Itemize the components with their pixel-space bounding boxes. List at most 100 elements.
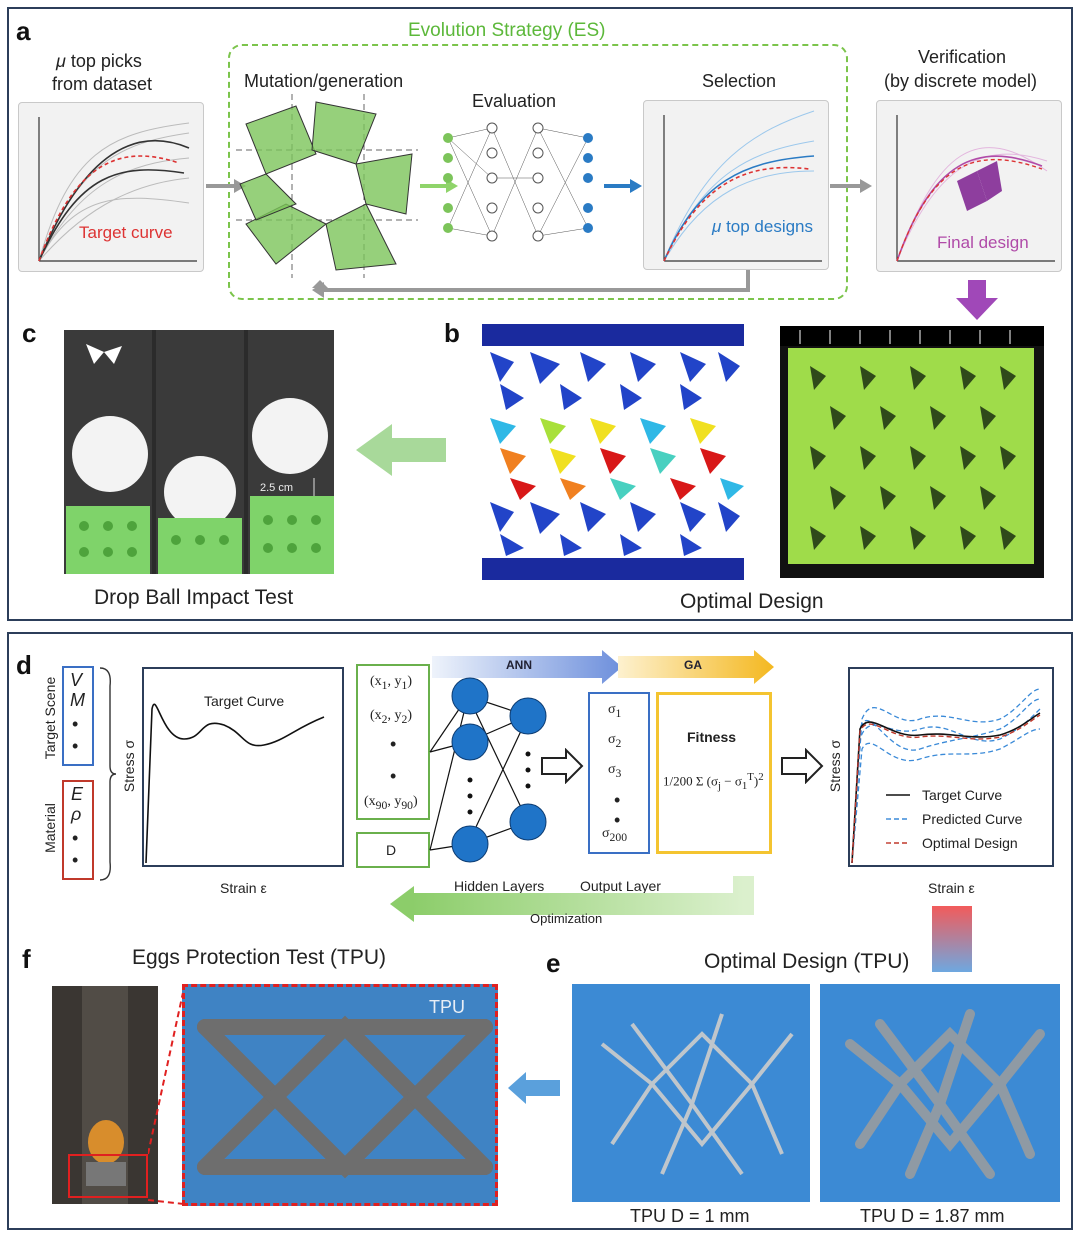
input-1: (x1, y1) xyxy=(370,674,412,692)
scene-item-dot1: • xyxy=(72,714,79,734)
scene-item-dot2: • xyxy=(72,736,79,756)
material-item-dot1: • xyxy=(72,828,79,848)
tpu-sample-1mm xyxy=(572,984,810,1202)
output-dot-1: • xyxy=(614,790,621,810)
panel-c-caption: Drop Ball Impact Test xyxy=(94,586,294,609)
panel-d-letter: d xyxy=(16,650,32,680)
top-picks-text: top picks xyxy=(70,51,142,71)
evaluation-label: Evaluation xyxy=(472,91,557,111)
panel-a-letter: a xyxy=(16,16,31,46)
drop-ball-photo: 2.5 cm xyxy=(64,330,334,574)
target-curve-svg xyxy=(145,703,325,864)
zoom-lines xyxy=(148,987,185,1205)
fitness-box: Fitness 1/200 Σ (σj − σ1T)2 xyxy=(656,692,772,854)
tpu-tag: TPU xyxy=(429,997,465,1017)
mu-symbol: μ xyxy=(56,51,66,71)
hollow-arrow-2 xyxy=(781,748,824,784)
tpu-label-187mm: TPU D = 1.87 mm xyxy=(860,1206,1005,1226)
panel-e-letter: e xyxy=(546,948,561,978)
output-layer-box: σ1 σ2 σ3 • • σ200 xyxy=(588,692,650,854)
target-curve-chart-title: Target Curve xyxy=(204,693,285,709)
result-chart: Target Curve Predicted Curve Optimal Des… xyxy=(848,667,1054,867)
fem-svg xyxy=(482,324,744,580)
panel-f-letter: f xyxy=(22,944,31,974)
ann-arrow xyxy=(432,650,622,684)
legend-predicted: Predicted Curve xyxy=(922,811,1023,827)
es-label: Evolution Strategy (ES) xyxy=(408,20,606,41)
strain-axis-label-2: Strain ε xyxy=(928,880,975,896)
output-2: σ2 xyxy=(608,732,622,750)
output-1: σ1 xyxy=(608,702,622,720)
panel-b-caption: Optimal Design xyxy=(680,590,824,613)
panel-c-letter: c xyxy=(22,318,37,348)
tpu-closeup-photo: TPU xyxy=(182,984,498,1206)
egg-svg xyxy=(82,986,128,1204)
purple-down-arrow xyxy=(956,280,998,320)
dataset-plot-svg xyxy=(38,117,197,262)
egg-test-photo xyxy=(52,986,158,1204)
fabricated-sample xyxy=(780,326,1044,578)
top-designs-text: top designs xyxy=(726,217,814,236)
selection-label: Selection xyxy=(702,71,777,91)
feedback-arrow xyxy=(312,270,750,298)
hidden-layers-svg xyxy=(429,677,547,863)
target-scene-label: Target Scene xyxy=(42,676,58,760)
sample-svg xyxy=(780,326,1044,564)
target-curve-label: Target curve xyxy=(79,223,173,242)
tpu-closeup-svg xyxy=(197,1015,493,1179)
arrow-gray-2 xyxy=(830,179,872,193)
tpu-label-1mm: TPU D = 1 mm xyxy=(630,1206,750,1226)
scene-box: V M • • xyxy=(62,666,94,766)
top-picks-line1: μ top picks xyxy=(56,51,142,72)
panel-b-letter: b xyxy=(444,318,460,348)
verification-plot-svg xyxy=(896,115,1055,262)
arrow-blue xyxy=(604,179,642,193)
color-gradient-bar xyxy=(932,906,972,972)
drop-ball-svg xyxy=(64,330,334,574)
ann-label: ANN xyxy=(506,658,532,672)
dataset-plot: Target curve xyxy=(18,102,204,272)
selection-plot-svg xyxy=(663,110,822,262)
input-dot-1: • xyxy=(390,734,397,754)
stress-axis-label-2: Stress σ xyxy=(827,739,843,793)
material-item-rho: ρ xyxy=(71,804,82,824)
optimization-arrow xyxy=(390,876,754,922)
panel-def-frame xyxy=(7,632,1073,1230)
mutation-svg xyxy=(236,94,418,278)
target-curve-chart: Target Curve xyxy=(142,667,344,867)
selection-plot: μ top designs xyxy=(643,100,829,270)
hidden-layers-label: Hidden Layers xyxy=(454,878,545,894)
panel-abc-frame xyxy=(7,7,1073,621)
hollow-arrow-1 xyxy=(541,748,584,784)
egg-highlight-box xyxy=(68,1154,148,1198)
tpu-sample-2-svg xyxy=(845,1009,1045,1179)
legend-target: Target Curve xyxy=(922,787,1003,803)
mutation-graphic xyxy=(236,94,418,278)
output-dot-2: • xyxy=(614,810,621,830)
fitness-formula: 1/200 Σ (σj − σ1T)2 xyxy=(663,771,764,792)
strain-axis-label-1: Strain ε xyxy=(220,880,267,896)
legend-optimal: Optimal Design xyxy=(922,835,1018,851)
brace xyxy=(99,667,117,881)
scene-item-m: M xyxy=(70,690,85,710)
output-layer-label: Output Layer xyxy=(580,878,661,894)
scene-item-v: V xyxy=(70,670,83,690)
panel-f-caption: Eggs Protection Test (TPU) xyxy=(132,946,387,969)
mu-symbol-2: μ xyxy=(712,217,722,236)
result-chart-svg xyxy=(851,688,1041,864)
ga-label: GA xyxy=(684,658,702,672)
mutation-label: Mutation/generation xyxy=(244,71,404,91)
tpu-sample-1-svg xyxy=(600,1013,794,1176)
material-label: Material xyxy=(42,803,58,853)
optimization-label: Optimization xyxy=(530,911,603,926)
fem-simulation xyxy=(470,322,760,582)
material-item-e: E xyxy=(71,784,84,804)
arrow-blue-left xyxy=(508,1072,560,1104)
arrow-green-left xyxy=(356,424,446,476)
top-picks-line2: from dataset xyxy=(52,74,153,94)
fitness-label: Fitness xyxy=(687,729,737,745)
tpu-sample-187mm xyxy=(820,984,1060,1202)
stress-axis-label-1: Stress σ xyxy=(121,739,137,793)
output-200: σ200 xyxy=(602,826,628,844)
verification-plot: Final design xyxy=(876,100,1062,272)
